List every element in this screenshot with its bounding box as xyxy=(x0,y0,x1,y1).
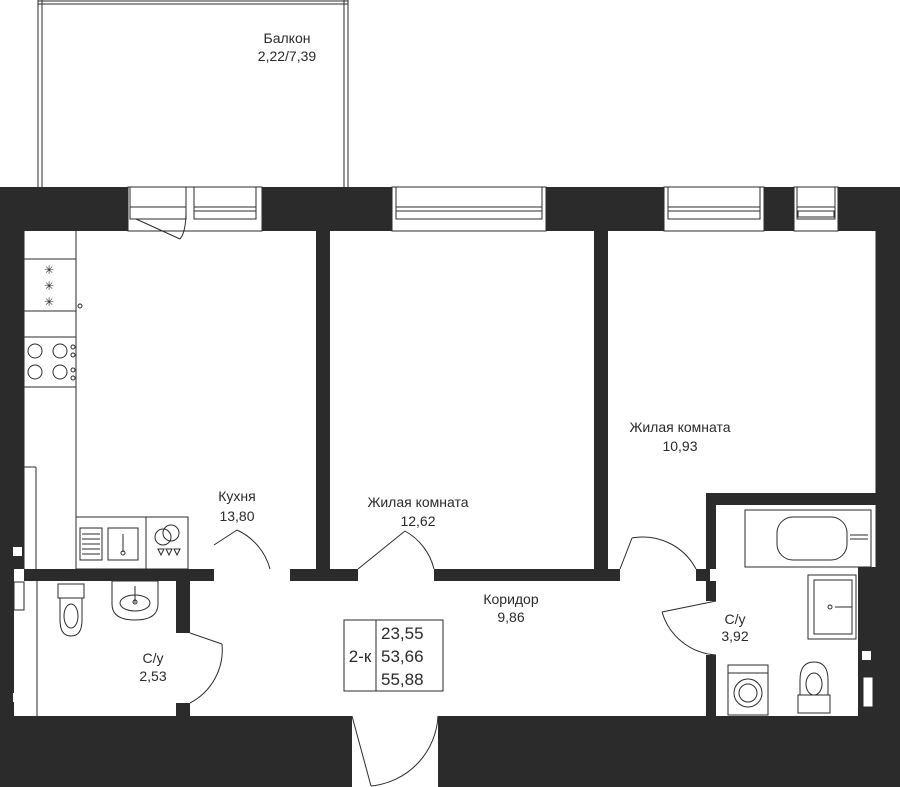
room-labels: Балкон 2,22/7,39 Кухня 13,80 Жилая комна… xyxy=(139,30,748,684)
balcony-door[interactable] xyxy=(129,186,187,240)
svg-text:✳: ✳ xyxy=(44,263,54,277)
sink-icon xyxy=(807,574,857,640)
area-summary: 2-к 23,55 53,66 55,88 xyxy=(343,619,444,692)
dishwasher-icon xyxy=(79,527,103,561)
sink-round-icon xyxy=(154,524,181,557)
living-room-2-area: 10,93 xyxy=(662,438,697,454)
kitchen-area: 13,80 xyxy=(219,508,254,524)
living-room-1-name: Жилая комната xyxy=(367,494,468,510)
living-room-1-area: 12,62 xyxy=(400,513,435,529)
balcony-area: 2,22/7,39 xyxy=(258,48,317,64)
corridor-area: 9,86 xyxy=(497,609,524,625)
kitchen-name: Кухня xyxy=(218,488,255,504)
toilet-icon xyxy=(797,661,831,714)
radiator-icon xyxy=(797,210,835,218)
balcony-name: Балкон xyxy=(264,30,311,46)
bathroom-2-fixtures xyxy=(727,509,872,716)
bathtub-icon xyxy=(744,509,872,568)
wall-markers xyxy=(13,547,874,708)
bathroom-2-area: 3,92 xyxy=(721,628,748,644)
window-icon xyxy=(127,186,839,232)
washing-machine-icon xyxy=(727,664,769,716)
door-swing-icon xyxy=(189,529,717,787)
corridor-name: Коридор xyxy=(483,591,539,607)
bathroom-1-area: 2,53 xyxy=(139,668,166,684)
balcony xyxy=(37,0,349,187)
sink-icon xyxy=(107,527,139,561)
apartment-type: 2-к xyxy=(349,647,372,666)
bathroom-1-name: С/у xyxy=(143,650,164,666)
svg-text:✳: ✳ xyxy=(44,295,54,309)
toilet-icon xyxy=(57,583,85,637)
bathroom-1-fixtures xyxy=(57,580,159,637)
outer-walls xyxy=(0,187,900,787)
svg-text:✳: ✳ xyxy=(44,279,54,293)
sink-icon xyxy=(111,580,159,621)
inner-walls xyxy=(24,231,876,717)
total-with-balcony-value: 55,88 xyxy=(381,670,424,689)
total-area-value: 53,66 xyxy=(381,647,424,666)
living-room-2-name: Жилая комната xyxy=(629,419,730,435)
bathroom-2-name: С/у xyxy=(725,611,746,627)
kitchen-fixtures: ✳ ✳ ✳ xyxy=(23,231,189,570)
hood-icon: ✳ ✳ ✳ xyxy=(44,263,54,309)
living-area-value: 23,55 xyxy=(381,624,424,643)
